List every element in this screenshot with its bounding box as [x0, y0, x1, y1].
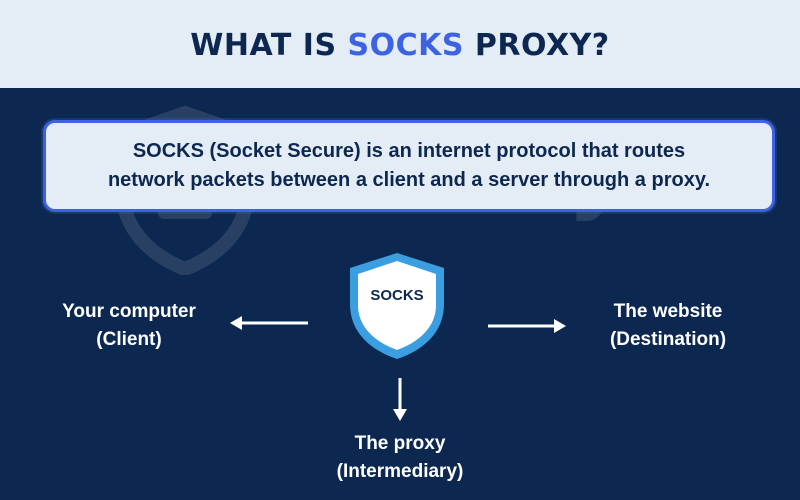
- arrow-down: [393, 378, 407, 421]
- definition-line-2: network packets between a client and a s…: [107, 169, 711, 191]
- proxy-role: (Intermediary): [336, 461, 464, 482]
- destination-name: The website: [613, 301, 723, 322]
- definition-text: SOCKS (Socket Secure) is an internet pro…: [79, 137, 739, 195]
- client-name: Your computer: [62, 301, 196, 322]
- title-part-2: PROXY?: [463, 27, 610, 63]
- client-label: Your computer (Client): [34, 298, 224, 354]
- definition-line-1: SOCKS (Socket Secure) is an internet pro…: [132, 140, 686, 162]
- shield-label: SOCKS: [370, 287, 424, 304]
- client-role: (Client): [96, 329, 162, 350]
- page-title: WHAT IS SOCKS PROXY?: [190, 28, 609, 63]
- arrow-right: [488, 319, 566, 333]
- arrow-left: [230, 316, 308, 330]
- title-accent: SOCKS: [347, 27, 464, 63]
- shield-icon: [350, 253, 444, 359]
- destination-label: The website (Destination): [578, 298, 758, 354]
- proxy-name: The proxy: [354, 433, 446, 454]
- proxy-label: The proxy (Intermediary): [310, 430, 490, 486]
- definition-box: SOCKS (Socket Secure) is an internet pro…: [43, 120, 775, 212]
- title-part-1: WHAT IS: [190, 27, 348, 63]
- header-bar: WHAT IS SOCKS PROXY?: [0, 0, 800, 88]
- destination-role: (Destination): [609, 329, 727, 350]
